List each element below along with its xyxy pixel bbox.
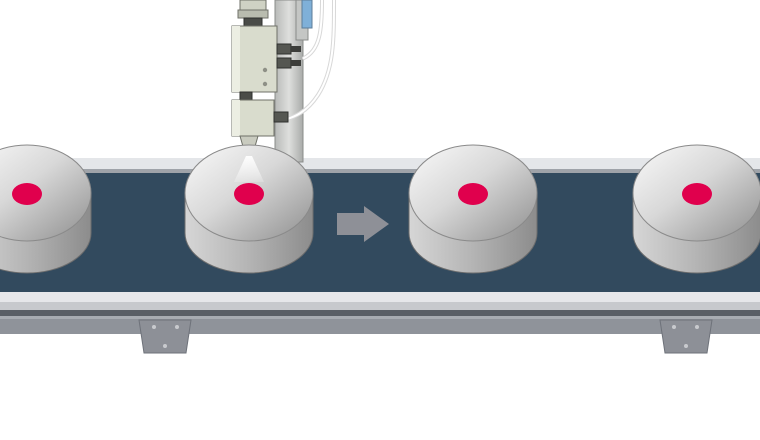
part-3 [408,144,538,274]
dispenser-post [274,0,313,163]
dispense-spray [234,156,264,182]
conveyor-back-rail [0,158,760,173]
conveyor-leg-right [659,319,713,354]
part-1 [0,144,92,274]
dispense-valve-icon [231,0,301,156]
air-hoses [282,0,336,122]
arrow-right-icon [337,206,389,242]
conveyor-front-rail [0,292,760,334]
conveyor-leg-left [138,319,192,354]
part-4 [632,144,760,274]
